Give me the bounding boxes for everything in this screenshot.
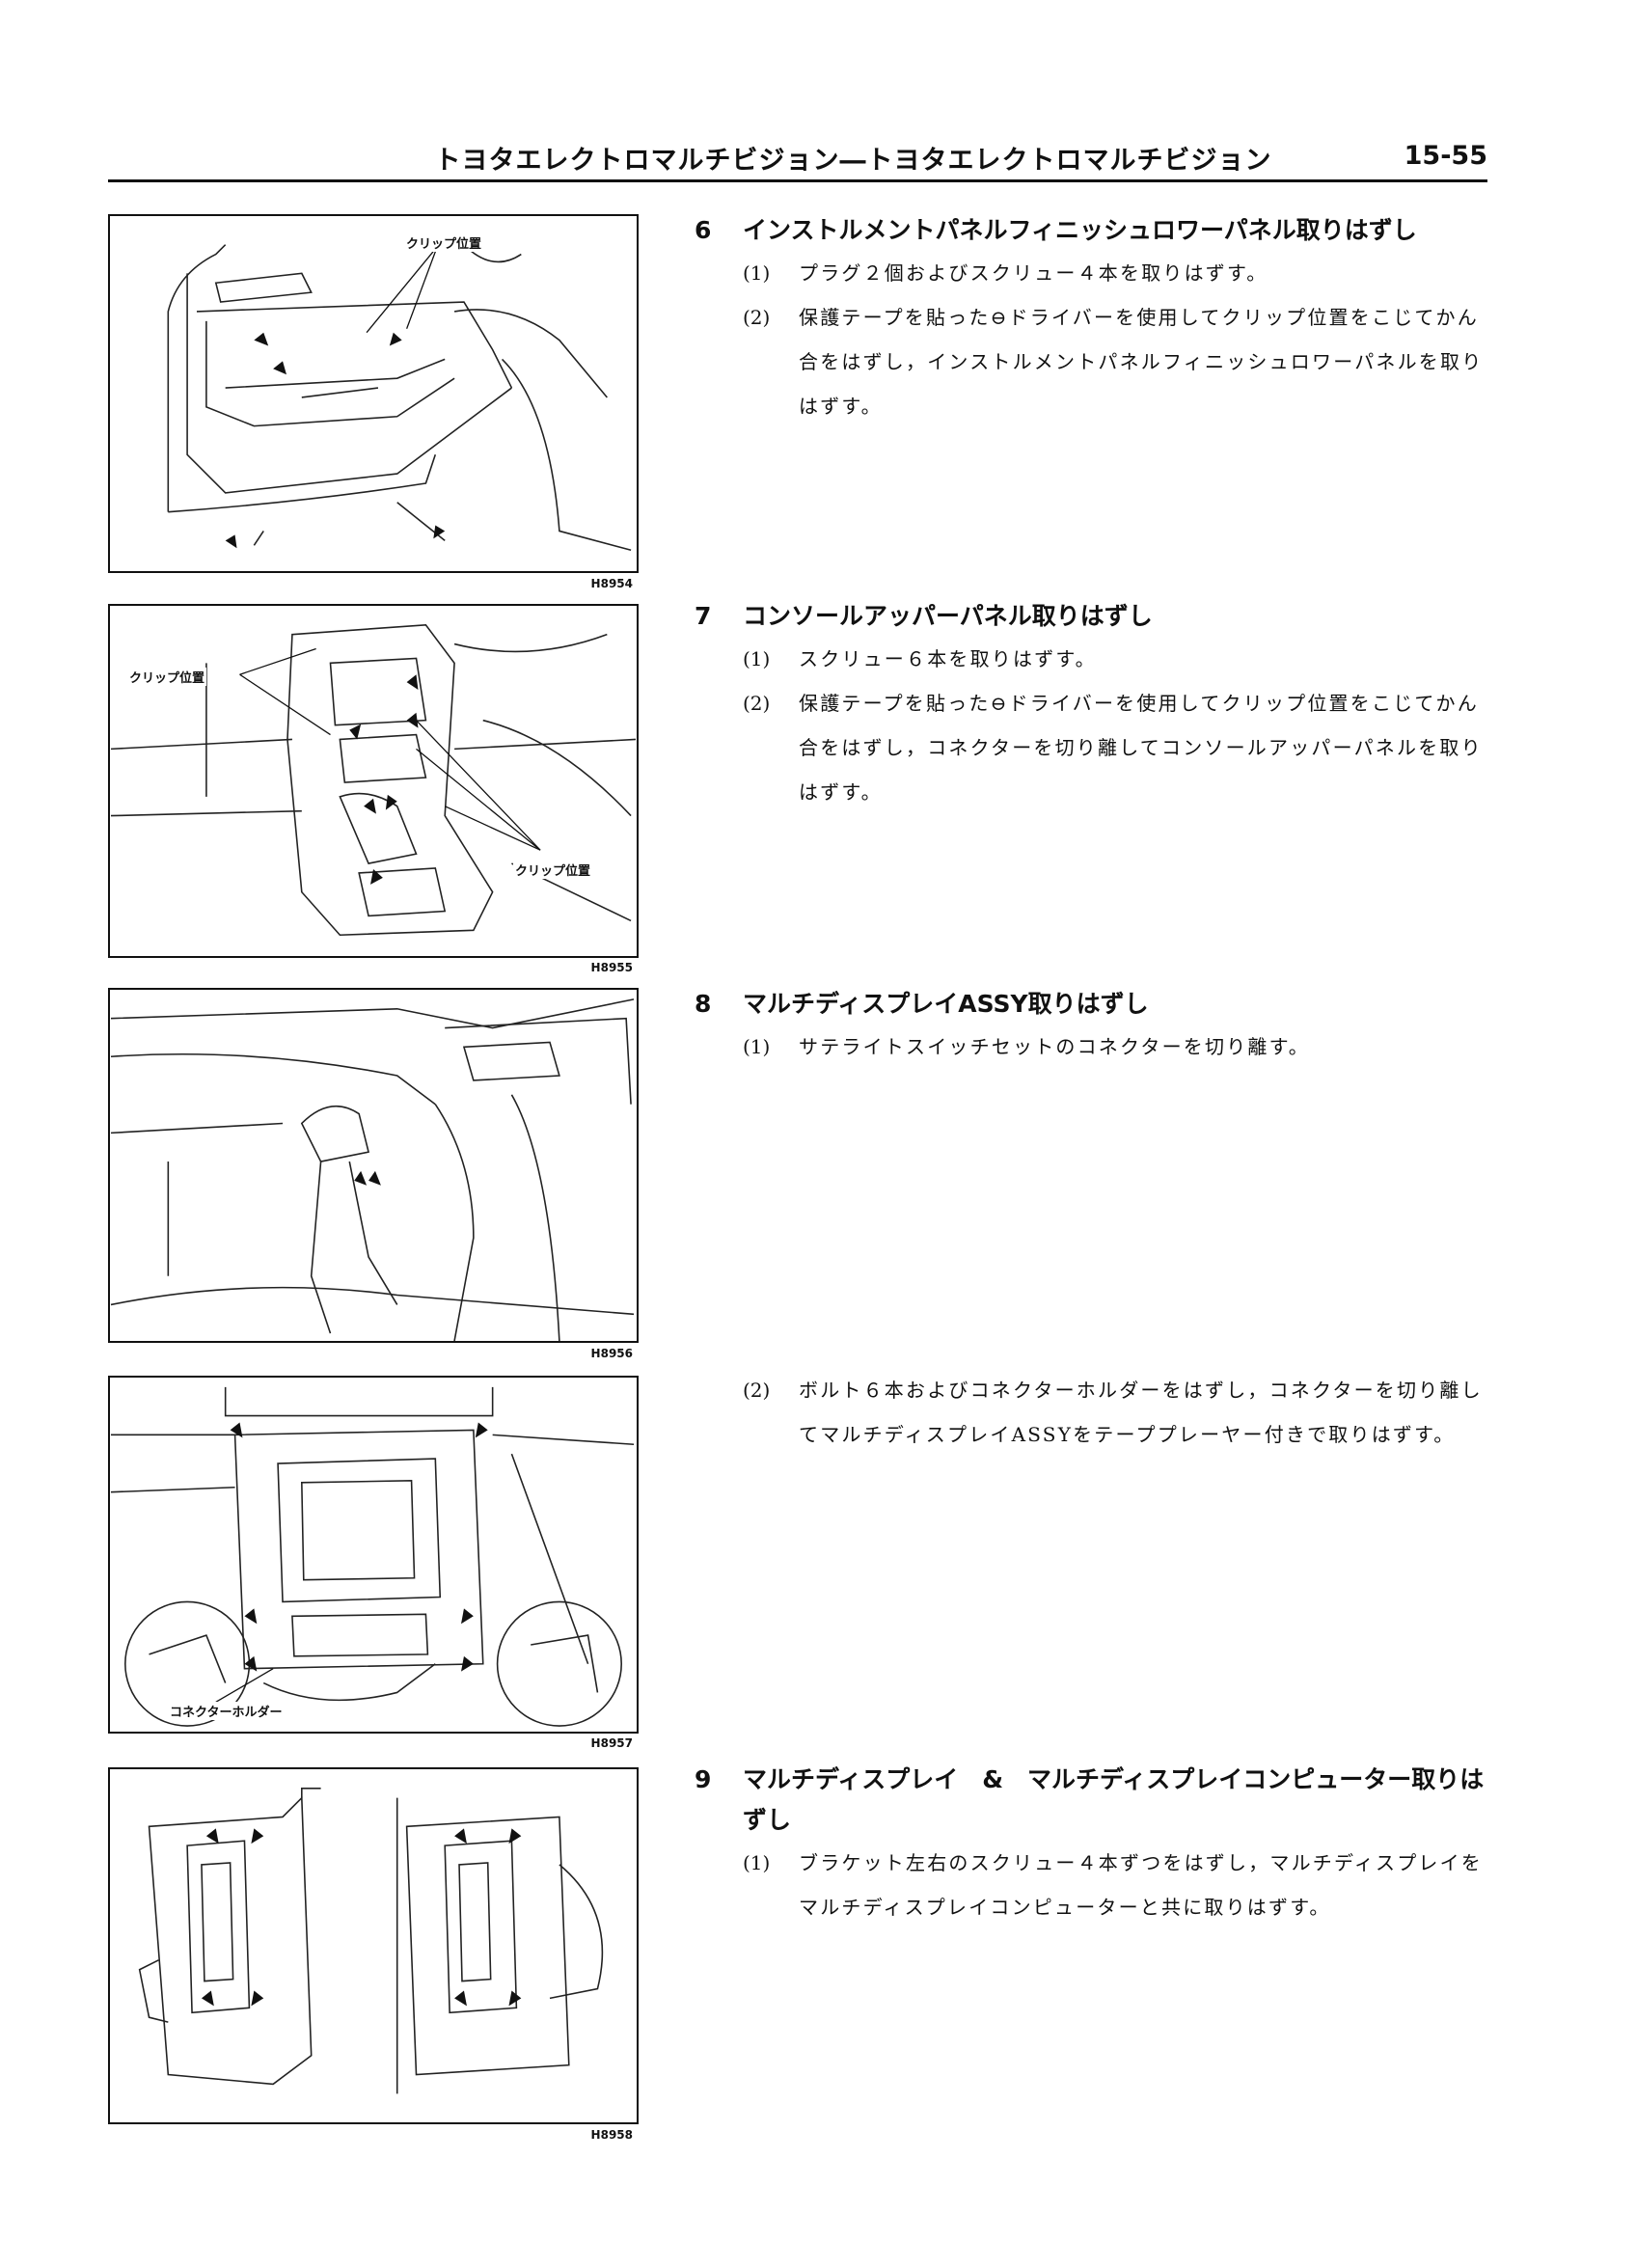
section-number: 9 xyxy=(695,1765,712,1793)
figure-display-computer-drawing xyxy=(138,1787,604,2094)
section-title: マルチディスプレイASSY取りはずし xyxy=(743,990,1149,1018)
callout-clip-position: クリップ位置 xyxy=(404,233,484,252)
step-number: (1) xyxy=(743,647,771,670)
step-number: (1) xyxy=(743,1851,771,1874)
step: (1) サテライトスイッチセットのコネクターを切り離す。 xyxy=(695,1025,1495,1069)
figure-id: H8955 xyxy=(590,961,633,974)
section-title: マルチディスプレイ & マルチディスプレイコンピューター取りはずし xyxy=(743,1765,1485,1834)
figure-multi-display-assy-drawing xyxy=(110,1386,635,1727)
section-6: 6 インストルメントパネルフィニッシュロワーパネル取りはずし (1) プラグ２個… xyxy=(695,210,1495,428)
figure-display-computer xyxy=(108,1767,639,2124)
step: (2) 保護テープを貼った⊖ドライバーを使用してクリップ位置をこじてかん合をはず… xyxy=(695,681,1495,814)
step: (1) スクリュー６本を取りはずす。 xyxy=(695,637,1495,681)
step-number: (2) xyxy=(743,306,771,329)
step-number: (1) xyxy=(743,261,771,285)
figure-id: H8958 xyxy=(590,2128,633,2142)
figure-multi-display-assy: コネクターホルダー xyxy=(108,1376,639,1734)
step: (1) プラグ２個およびスクリュー４本を取りはずす。 xyxy=(695,251,1495,295)
section-number: 6 xyxy=(695,216,712,244)
callout-connector-holder: コネクターホルダー xyxy=(168,1702,285,1720)
callout-clip-position-left: クリップ位置 xyxy=(127,668,207,686)
step-text: スクリュー６本を取りはずす。 xyxy=(799,647,1097,670)
page-header: トヨタエレクトロマルチビジョン―トヨタエレクトロマルチビジョン 15-55 xyxy=(108,133,1488,183)
figure-console-panel-drawing xyxy=(110,623,637,937)
callout-clip-position-right: クリップ位置 xyxy=(513,861,593,879)
section-7: 7 コンソールアッパーパネル取りはずし (1) スクリュー６本を取りはずす。 (… xyxy=(695,596,1495,814)
section-title: インストルメントパネルフィニッシュロワーパネル取りはずし xyxy=(743,216,1417,244)
step-text: 保護テープを貼った⊖ドライバーを使用してクリップ位置をこじてかん合をはずし，イン… xyxy=(799,306,1484,418)
step-text: サテライトスイッチセットのコネクターを切り離す。 xyxy=(799,1035,1310,1058)
step: (2) 保護テープを貼った⊖ドライバーを使用してクリップ位置をこじてかん合をはず… xyxy=(695,295,1495,428)
page-number: 15-55 xyxy=(1404,141,1487,171)
step: (1) ブラケット左右のスクリュー４本ずつをはずし，マルチディスプレイをマルチデ… xyxy=(695,1841,1495,1929)
step-text: ブラケット左右のスクリュー４本ずつをはずし，マルチディスプレイをマルチディスプレ… xyxy=(799,1851,1483,1919)
figure-id: H8954 xyxy=(590,577,633,590)
section-number: 7 xyxy=(695,602,712,630)
step: (2) ボルト６本およびコネクターホルダーをはずし，コネクターを切り離してマルチ… xyxy=(695,1368,1495,1457)
section-9: 9 マルチディスプレイ & マルチディスプレイコンピューター取りはずし (1) … xyxy=(695,1760,1495,1929)
header-title: トヨタエレクトロマルチビジョン―トヨタエレクトロマルチビジョン xyxy=(434,146,1272,176)
section-title: コンソールアッパーパネル取りはずし xyxy=(743,602,1153,630)
step-number: (1) xyxy=(743,1035,771,1058)
step-text: 保護テープを貼った⊖ドライバーを使用してクリップ位置をこじてかん合をはずし，コネ… xyxy=(799,692,1483,804)
figure-id: H8956 xyxy=(590,1347,633,1360)
section-heading: 9 マルチディスプレイ & マルチディスプレイコンピューター取りはずし xyxy=(695,1760,1495,1841)
header-rule xyxy=(108,179,1487,182)
step-text: ボルト６本およびコネクターホルダーをはずし，コネクターを切り離してマルチディスプ… xyxy=(799,1379,1483,1446)
step-number: (2) xyxy=(743,1379,771,1402)
section-number: 8 xyxy=(695,990,712,1018)
figure-console-panel: クリップ位置 クリップ位置 xyxy=(108,604,639,958)
figure-id: H8957 xyxy=(590,1736,633,1750)
section-8-step-2: (2) ボルト６本およびコネクターホルダーをはずし，コネクターを切り離してマルチ… xyxy=(695,1368,1495,1457)
figure-lower-panel: クリップ位置 xyxy=(108,214,639,573)
step-number: (2) xyxy=(743,692,771,715)
section-heading: 8 マルチディスプレイASSY取りはずし xyxy=(695,984,1495,1025)
section-8: 8 マルチディスプレイASSY取りはずし (1) サテライトスイッチセットのコネ… xyxy=(695,984,1495,1069)
step-text: プラグ２個およびスクリュー４本を取りはずす。 xyxy=(799,261,1268,285)
figure-satellite-switch xyxy=(108,988,639,1343)
section-heading: 6 インストルメントパネルフィニッシュロワーパネル取りはずし xyxy=(695,210,1495,251)
figure-satellite-switch-drawing xyxy=(110,998,635,1341)
figure-lower-panel-drawing xyxy=(167,244,632,552)
section-heading: 7 コンソールアッパーパネル取りはずし xyxy=(695,596,1495,637)
